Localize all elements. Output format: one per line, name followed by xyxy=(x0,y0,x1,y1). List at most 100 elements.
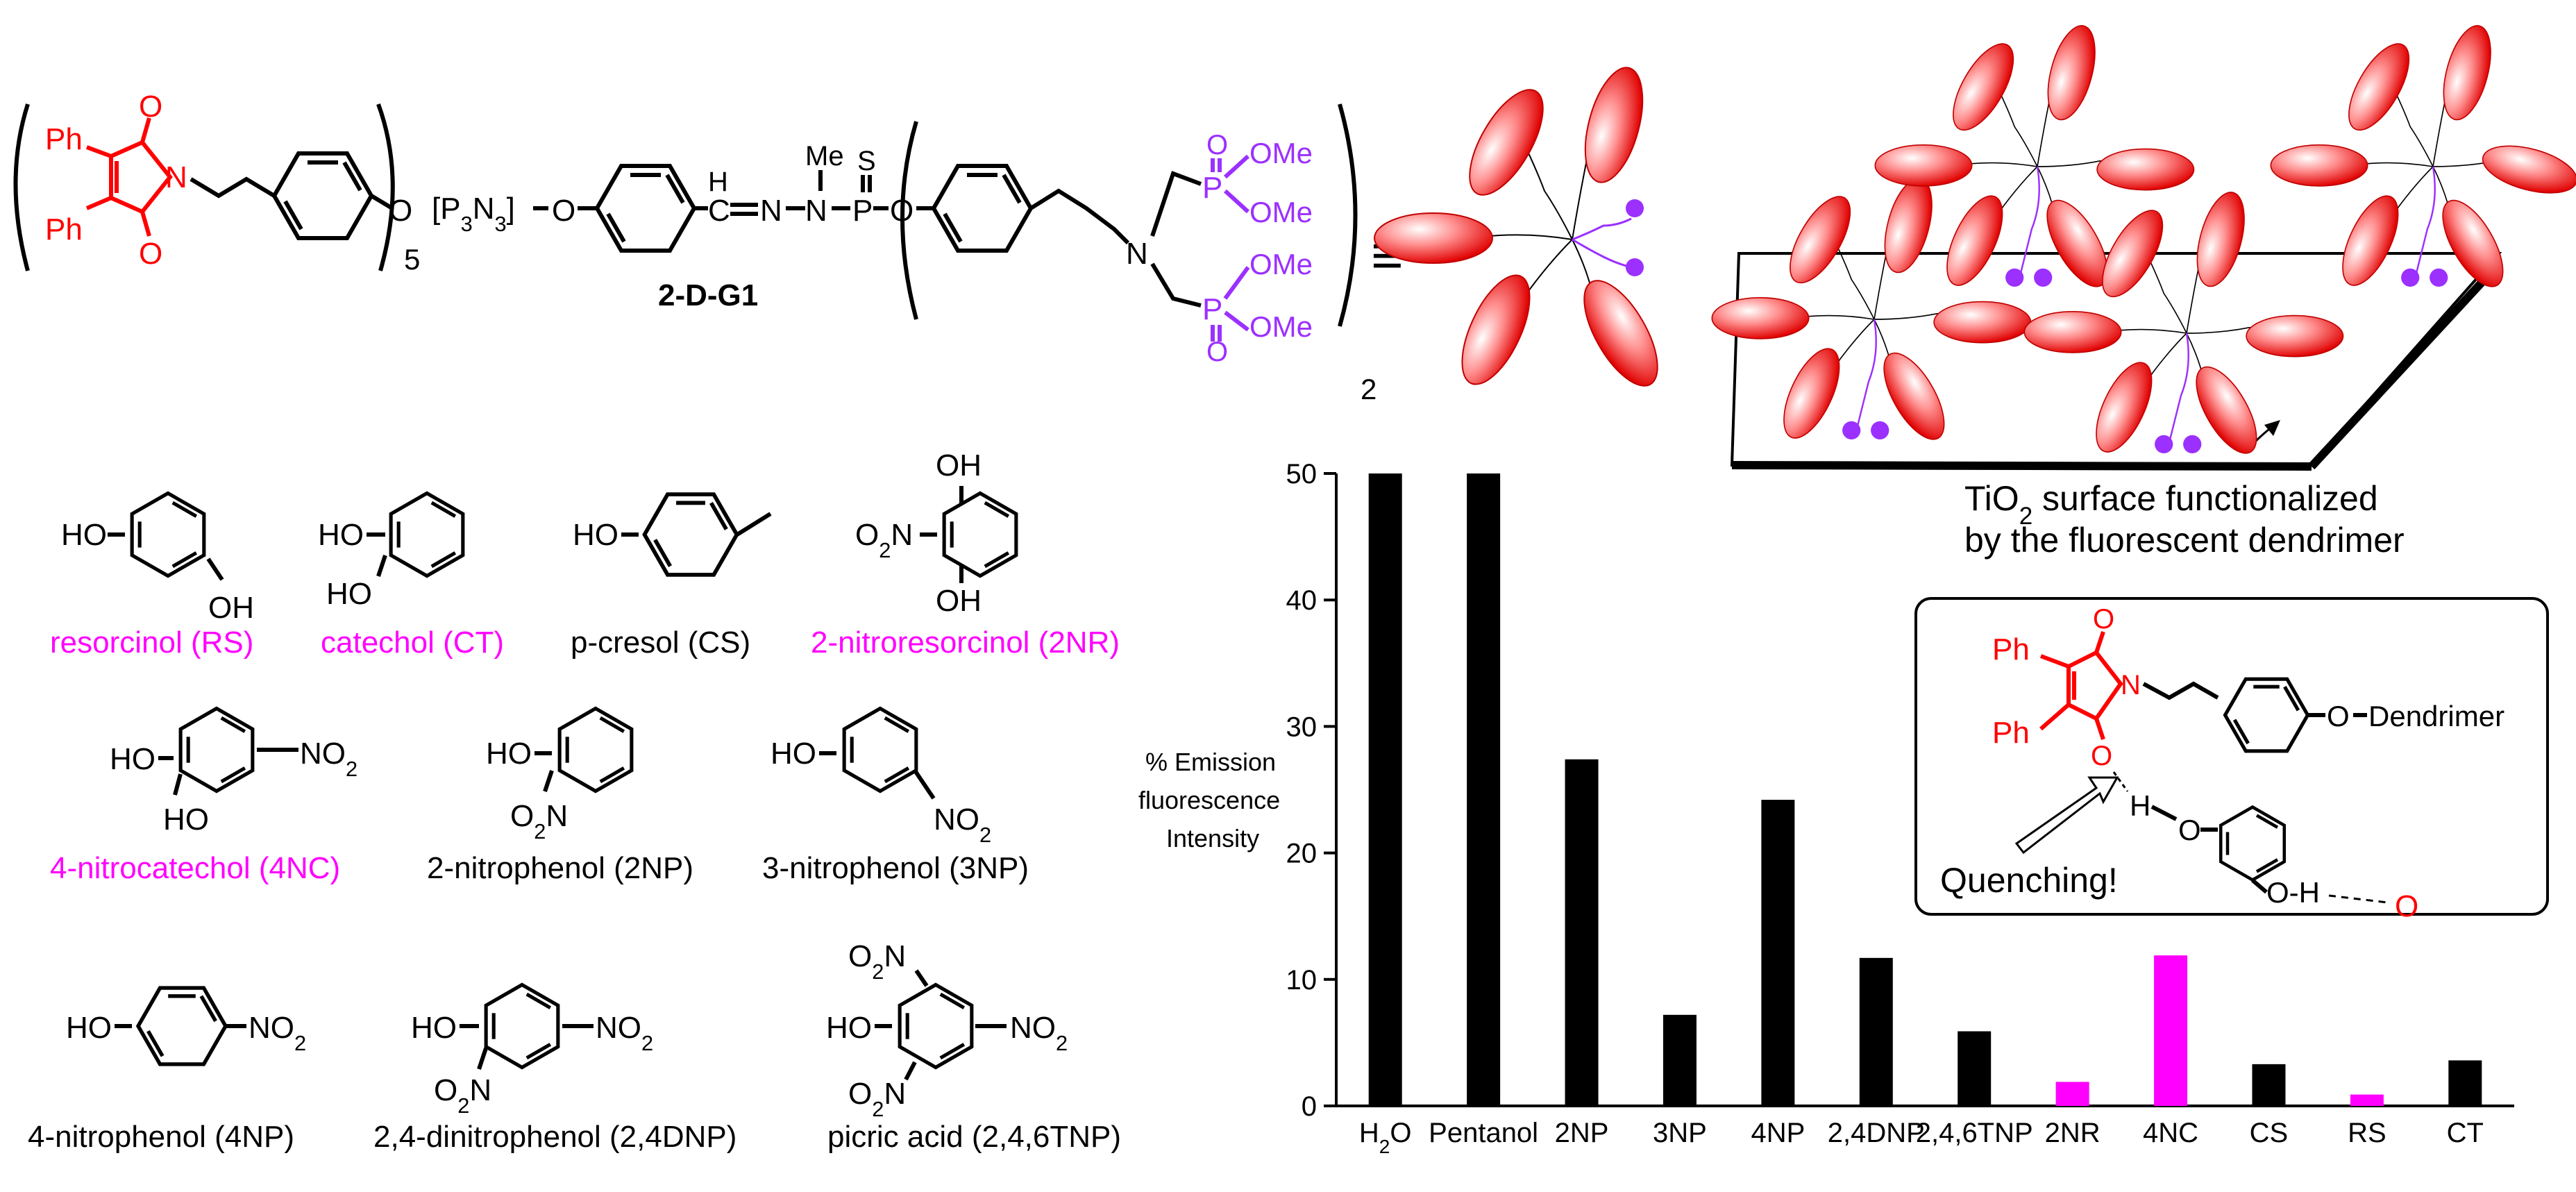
ho-label: HO xyxy=(110,742,155,776)
anchor-dot xyxy=(2183,435,2202,454)
inset-o-top: O xyxy=(2093,604,2114,635)
bar xyxy=(1368,473,1402,1106)
ph-label-2: Ph xyxy=(45,212,83,246)
thiophosphoryl-p: P xyxy=(852,194,873,228)
y-axis-label-line2: fluorescence xyxy=(1138,786,1280,814)
no2-label: NO2 xyxy=(596,1011,653,1055)
molecule-picric-acid: O2N HO NO2 O2N xyxy=(826,939,1068,1121)
bar xyxy=(1958,1031,1992,1106)
y-tick-label: 30 xyxy=(1286,712,1318,742)
x-tick-label: CS xyxy=(2250,1118,2289,1148)
x-tick-label: 2,4,6TNP xyxy=(1916,1118,2033,1148)
molecule-names: resorcinol (RS) catechol (CT) p-cresol (… xyxy=(28,626,1121,1154)
x-tick-label: 3NP xyxy=(1653,1118,1707,1148)
bar xyxy=(2350,1094,2384,1106)
ome-label-1: OMe xyxy=(1249,137,1313,169)
molecule-2-4-dinitrophenol: HO NO2 O2N xyxy=(411,985,653,1118)
surface-dendrimer-2 xyxy=(1874,19,2195,296)
x-tick-label: 4NP xyxy=(1751,1118,1805,1148)
anchor-dot xyxy=(2005,268,2024,287)
surface-caption-line1: TiO2 surface functionalized xyxy=(1964,479,2378,530)
inset-ph-1: Ph xyxy=(1992,632,2030,666)
anchor-dot xyxy=(1842,421,1861,440)
amine-n: N xyxy=(1126,237,1148,271)
anchor-dot xyxy=(1626,258,1644,276)
molecule-4-nitrocatechol: HO NO2 HO xyxy=(110,709,357,837)
quenching-arrow xyxy=(2014,776,2119,855)
molecule-name-4-nitrophenol: 4-nitrophenol (4NP) xyxy=(28,1120,294,1154)
quenching-inset: Ph Ph O O N O Dendrimer H O O-H O Que xyxy=(1914,597,2549,923)
surface-dendrimer-4 xyxy=(2270,19,2576,296)
subscript-2: 2 xyxy=(1361,373,1377,405)
no2-label: NO2 xyxy=(1010,1011,1068,1055)
inset-maleimide-ring xyxy=(2039,631,2123,740)
x-tick-label: Pentanol xyxy=(1429,1118,1538,1148)
o2n-label: O2N xyxy=(848,1077,906,1121)
inset-n: N xyxy=(2121,670,2141,700)
inset-ph-2: Ph xyxy=(1992,716,2030,750)
ho-label: HO xyxy=(826,1011,872,1045)
bar xyxy=(2154,955,2188,1106)
phosphonate-o-2: O xyxy=(1206,337,1228,367)
ho-label: HO xyxy=(573,518,618,552)
molecule-3-nitrophenol: HO NO2 xyxy=(771,709,991,847)
no2-label: NO2 xyxy=(300,737,357,781)
oh-label: OH xyxy=(936,584,982,618)
bar xyxy=(2252,1064,2286,1106)
o2n-label: O2N xyxy=(510,799,568,843)
ome-label-2: OMe xyxy=(1249,196,1313,228)
inset-resorcinol-ring xyxy=(2221,807,2284,880)
molecule-p-cresol: HO xyxy=(573,494,772,575)
ome-label-4: OMe xyxy=(1249,310,1313,343)
anchor-dot xyxy=(1871,421,1889,440)
y-tick-label: 20 xyxy=(1286,839,1318,869)
ho-label: HO xyxy=(318,518,364,552)
molecule-name-2-nitroresorcinol: 2-nitroresorcinol (2NR) xyxy=(811,626,1120,660)
thiophosphoryl-s: S xyxy=(857,146,876,176)
molecule-name-2-nitrophenol: 2-nitrophenol (2NP) xyxy=(427,851,693,885)
phosphonate-o-1: O xyxy=(1206,130,1228,160)
inset-h: H xyxy=(2130,789,2150,822)
x-tick-label: 2NP xyxy=(1555,1118,1609,1148)
tio2-surface xyxy=(1730,252,2502,471)
o2n-label: O2N xyxy=(434,1073,491,1118)
oh-label: OH xyxy=(936,448,982,482)
dendrimer-cartoon xyxy=(1374,60,1673,398)
ho-label: HO xyxy=(66,1011,112,1045)
quenching-label: Quenching! xyxy=(1940,861,2118,900)
right-paren-2 xyxy=(1338,103,1358,327)
bar xyxy=(1467,473,1501,1106)
bar xyxy=(1565,759,1599,1106)
maleimide-ring xyxy=(85,117,173,237)
emission-bar-chart: % Emission fluorescence Intensity 010203… xyxy=(1138,459,2514,1157)
inset-acceptor-o: O xyxy=(2395,889,2418,923)
x-tick-label: H2O xyxy=(1359,1118,1412,1157)
y-axis-label-line3: Intensity xyxy=(1166,824,1259,853)
methyl-label: Me xyxy=(805,141,844,171)
right-paren-1 xyxy=(376,103,395,271)
molecule-name-picric-acid: picric acid (2,4,6TNP) xyxy=(827,1120,1121,1154)
ph-label-1: Ph xyxy=(45,122,83,156)
phenylene-ring-3 xyxy=(934,166,1031,251)
subscript-5: 5 xyxy=(404,243,420,276)
bars xyxy=(1368,473,2482,1106)
left-paren-2 xyxy=(900,121,918,320)
molecule-name-4-nitrocatechol: 4-nitrocatechol (4NC) xyxy=(50,851,340,885)
molecule-name-resorcinol: resorcinol (RS) xyxy=(50,626,253,660)
anchor-dot xyxy=(2401,268,2420,287)
bar xyxy=(1859,957,1893,1106)
x-tick-label: 2NR xyxy=(2045,1118,2101,1148)
phenylene-ring-1 xyxy=(274,153,371,238)
inset-oh: O-H xyxy=(2266,876,2320,909)
ho-label: HO xyxy=(771,737,816,771)
bar xyxy=(1662,1014,1697,1106)
carbonyl-o-top: O xyxy=(139,90,162,124)
molecule-name-p-cresol: p-cresol (CS) xyxy=(571,626,750,660)
bar xyxy=(2055,1082,2089,1106)
inset-box xyxy=(1914,597,2549,916)
molecule-name-catechol: catechol (CT) xyxy=(321,626,504,660)
anchor-dot xyxy=(1626,199,1644,217)
imine-c: C xyxy=(708,194,730,228)
